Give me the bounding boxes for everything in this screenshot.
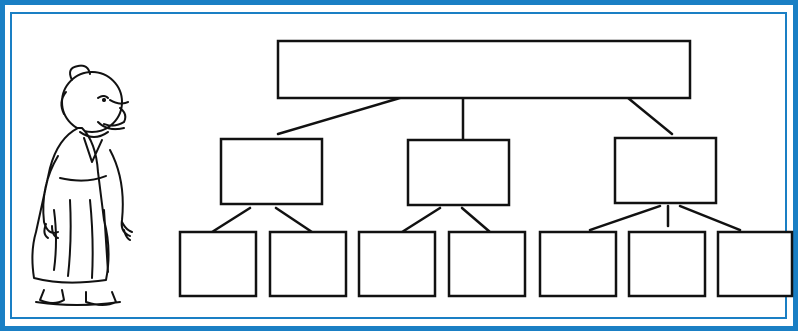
hair-bun [69,64,91,81]
connector-b3-c3 [678,204,742,232]
leaf-box-1[interactable] [178,230,258,298]
root-box[interactable] [276,39,692,100]
leaf-box-5[interactable] [538,230,618,298]
old-woman-illustration [31,64,133,306]
connector-b1-c1 [210,206,252,234]
connector-root-branch-3 [626,96,674,136]
leaf-box-2[interactable] [268,230,348,298]
right-arm [109,149,131,237]
leaf-box-7[interactable] [716,230,794,298]
branch-box-2[interactable] [406,138,511,207]
connector-b2-c2 [460,206,492,234]
connector-b2-c1 [400,206,442,234]
left-foot [39,289,65,304]
connector-b1-c2 [274,206,314,234]
leaf-box-4[interactable] [447,230,527,298]
connector-root-branch-1 [276,96,402,136]
connector-b3-c1 [588,204,662,232]
nose-mouth [103,107,127,127]
branch-box-3[interactable] [613,136,718,205]
leaf-box-6[interactable] [627,230,707,298]
leaf-box-3[interactable] [357,230,437,298]
branch-box-1[interactable] [219,137,324,206]
connectors [210,96,742,234]
